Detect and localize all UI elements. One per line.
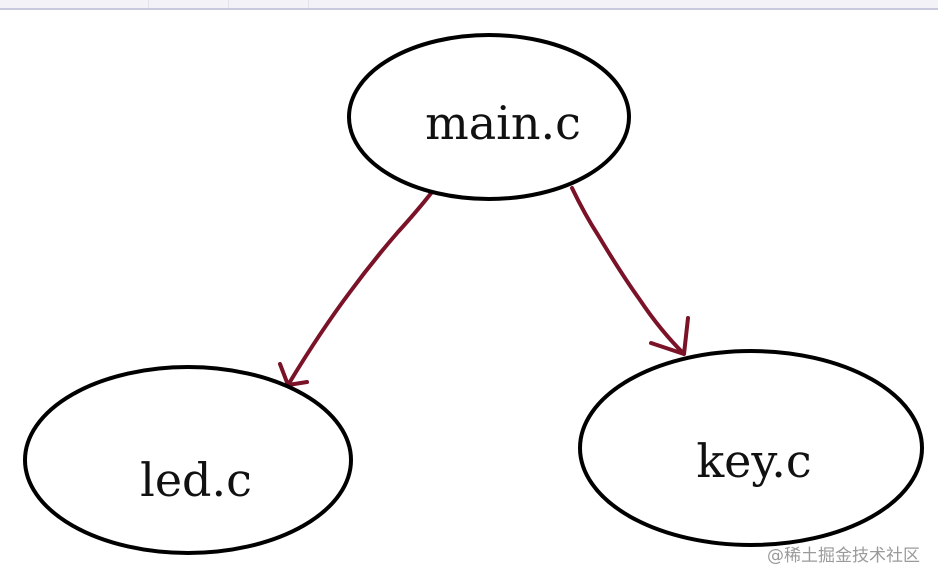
top-bar-segment (0, 0, 149, 8)
node-key-ellipse (578, 349, 924, 547)
node-led: led.c (23, 365, 353, 555)
node-main-label: main.c (425, 96, 581, 150)
edge-main-led-line (286, 190, 434, 387)
node-key: key.c (578, 349, 924, 547)
node-led-label: led.c (140, 453, 252, 507)
node-led-ellipse (23, 365, 353, 555)
node-key-label: key.c (696, 434, 811, 488)
top-bar-segment (148, 0, 229, 8)
edge-main-to-key (570, 186, 690, 356)
window-top-bar (0, 0, 938, 10)
top-bar-segment (228, 0, 309, 8)
node-main: main.c (347, 33, 631, 201)
edge-main-to-led (278, 190, 434, 387)
edge-main-key-arrowhead (649, 316, 690, 356)
node-main-ellipse (347, 33, 631, 201)
watermark-text: @稀土掘金技术社区 (767, 546, 920, 566)
edge-main-key-line (570, 186, 686, 356)
